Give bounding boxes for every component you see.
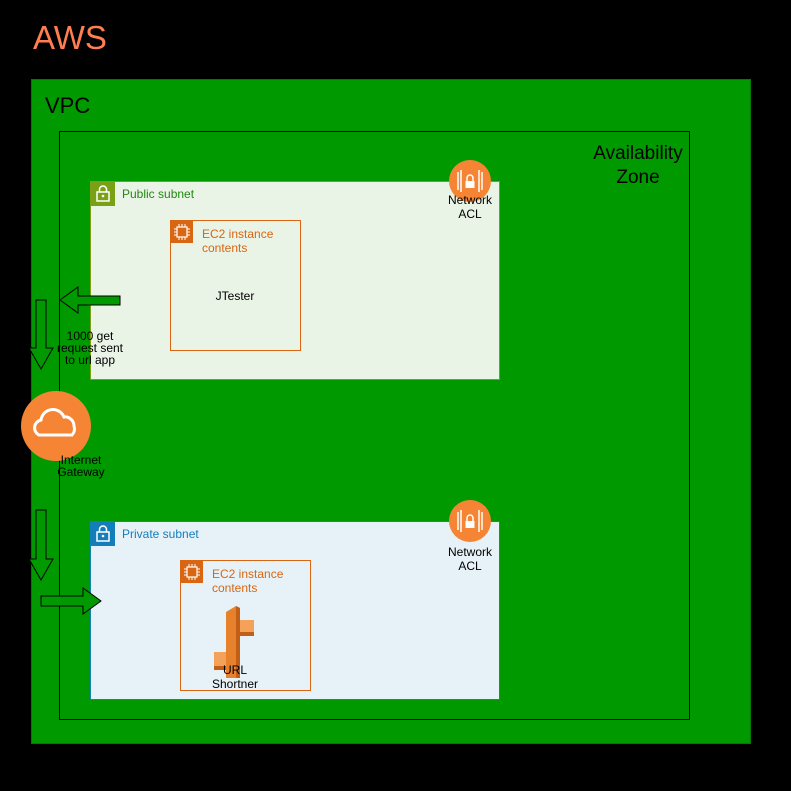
chip-icon (171, 221, 193, 243)
network-acl-label: Network ACL (447, 545, 492, 573)
ec2-instance-public[interactable] (170, 220, 301, 351)
jtester-label: JTester (215, 289, 255, 303)
public-subnet-label: Public subnet (122, 187, 195, 201)
public-subnet[interactable] (90, 181, 500, 380)
arrow-to-private-subnet (40, 587, 102, 615)
private-subnet-label: Private subnet (122, 527, 199, 541)
chip-icon (181, 561, 203, 583)
lock-icon (91, 182, 115, 206)
cloud-icon (21, 391, 91, 466)
network-acl-icon (449, 160, 491, 202)
aws-title: AWS (33, 19, 107, 56)
private-subnet[interactable] (90, 521, 500, 700)
request-label: 1000 get request sent to url app (56, 329, 124, 367)
network-acl-label: Network ACL (447, 193, 492, 221)
arrow-from-gateway-bottom (28, 509, 54, 582)
lock-icon (91, 522, 115, 546)
vpc-label: VPC (45, 93, 91, 118)
elastic-beanstalk-icon (212, 606, 260, 683)
availability-zone-label: Availability Zone (593, 143, 683, 188)
url-shortner-label: URL Shortner (211, 663, 259, 691)
ec2-instance-private[interactable] (180, 560, 311, 691)
ec2-instance-private-label: EC2 instance contents (212, 567, 284, 595)
arrow-to-tester (59, 286, 121, 314)
arrow-to-gateway-top (28, 299, 54, 371)
internet-gateway-label: Internet Gateway (57, 453, 105, 479)
ec2-instance-public-label: EC2 instance contents (202, 227, 274, 255)
network-acl-icon (449, 500, 491, 542)
